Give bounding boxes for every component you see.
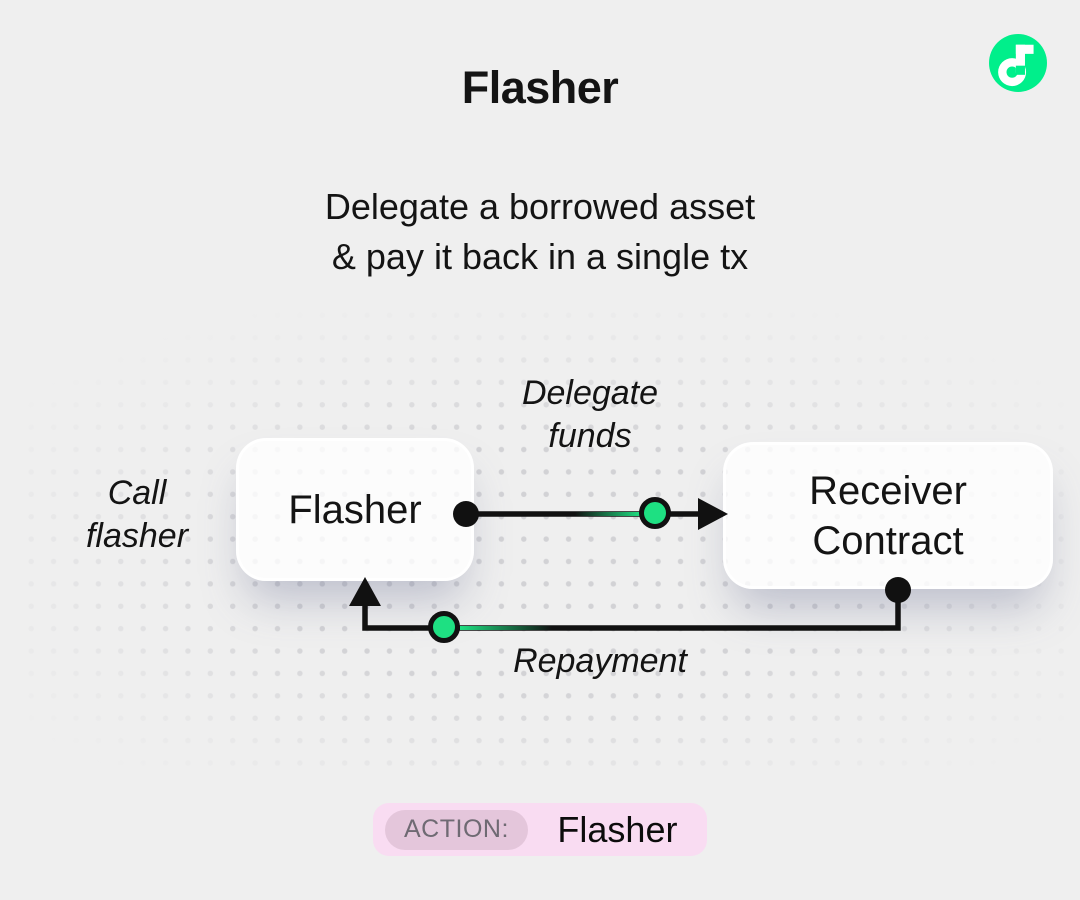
- action-badge-value: Flasher: [557, 808, 678, 850]
- delegate-funds-line-2: funds: [548, 417, 632, 455]
- repayment-label: Repayment: [513, 642, 687, 680]
- flow-logo-flag: [1015, 44, 1034, 54]
- node-receiver: Receiver Contract: [723, 442, 1053, 589]
- delegate-funds-line-1: Delegate: [521, 374, 659, 412]
- flow-logo-icon: [989, 34, 1047, 92]
- subtitle-line-1: Delegate a borrowed asset: [324, 186, 756, 227]
- flow-logo-ring-hole: [1006, 66, 1018, 78]
- flow-logo-notch: [1015, 65, 1025, 75]
- node-receiver-line-2: Contract: [812, 518, 964, 563]
- call-flasher-line-2: flasher: [85, 517, 189, 555]
- action-badge: ACTION: Flasher: [373, 803, 707, 856]
- page-title: Flasher: [461, 62, 619, 113]
- subtitle-line-2: & pay it back in a single tx: [331, 236, 749, 277]
- action-badge-label: ACTION:: [385, 809, 528, 850]
- node-flasher: Flasher: [236, 438, 474, 581]
- node-receiver-line-1: Receiver: [809, 468, 967, 513]
- flow-logo-stem: [1015, 44, 1025, 73]
- call-flasher-line-1: Call: [107, 474, 167, 512]
- node-flasher-label: Flasher: [288, 487, 422, 532]
- subtitle: Delegate a borrowed asset & pay it back …: [0, 182, 1080, 282]
- delegate-funds-label: Delegate funds: [468, 372, 712, 458]
- node-receiver-label: Receiver Contract: [809, 466, 967, 566]
- call-flasher-label: Call flasher: [37, 472, 237, 558]
